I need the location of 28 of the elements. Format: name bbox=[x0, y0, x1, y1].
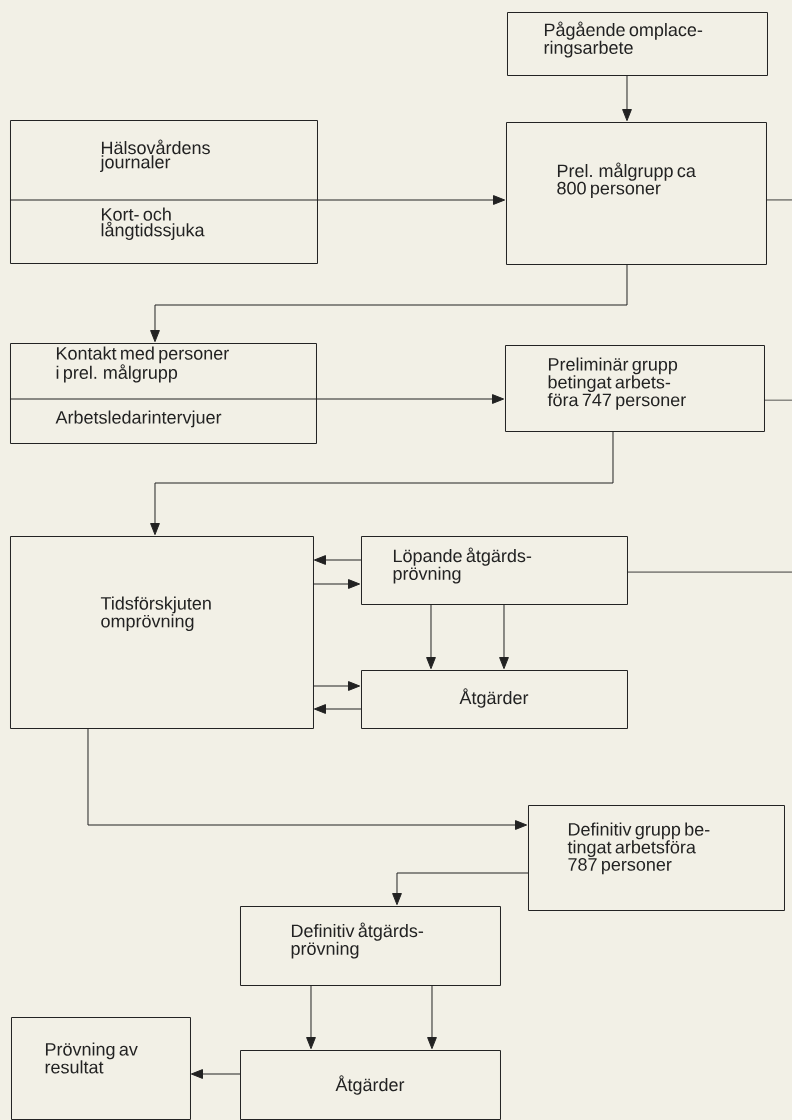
process-box: Kontakt med personer i prel. målgrupp Arbetsledarintervjuer bbox=[9, 343, 317, 444]
process-box: Pågående omplace- ringsarbete bbox=[507, 12, 768, 76]
arrow bbox=[87, 727, 528, 830]
process-box: Prel. målgrupp ca 800 personer bbox=[506, 122, 767, 265]
arrow bbox=[426, 603, 436, 670]
arrow bbox=[392, 872, 529, 906]
process-box: Preliminär grupp betingat arbets- föra 747 personer bbox=[505, 345, 765, 432]
process-box: Hälsovårdens journaler Kort- och långtidssjuka bbox=[9, 120, 318, 264]
process-box: Löpande åtgärds- prövning bbox=[361, 536, 628, 605]
process-box: Prövning av resultat bbox=[11, 1017, 191, 1120]
arrow bbox=[150, 430, 614, 536]
arrow bbox=[427, 984, 437, 1050]
arrow bbox=[312, 681, 361, 691]
process-box: Åtgärder bbox=[240, 1050, 501, 1120]
arrow bbox=[499, 603, 509, 670]
arrow bbox=[312, 579, 361, 589]
arrow bbox=[190, 1069, 241, 1079]
process-box: Definitiv grupp be- tingat arbetsföra 787 personer bbox=[528, 805, 785, 911]
arrow bbox=[622, 74, 632, 122]
arrow bbox=[150, 263, 628, 343]
arrow bbox=[313, 704, 362, 714]
arrow bbox=[306, 984, 316, 1050]
process-box: Definitiv åtgärds- prövning bbox=[240, 906, 501, 986]
process-box: Åtgärder bbox=[361, 670, 628, 729]
arrow bbox=[313, 555, 362, 565]
arrow bbox=[315, 394, 505, 404]
arrow bbox=[316, 195, 506, 205]
process-box: Tidsförskjuten omprövning bbox=[10, 536, 314, 729]
